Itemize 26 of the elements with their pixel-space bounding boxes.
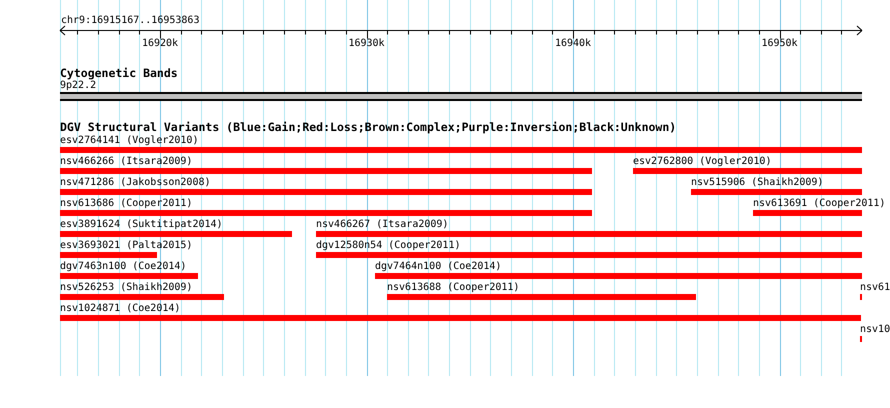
- variant-label: dgv7463n100 (Coe2014): [60, 261, 186, 273]
- variant-label: nsv515906 (Shaikh2009): [691, 177, 824, 189]
- variant-label: nsv466267 (Itsara2009): [316, 219, 448, 231]
- tick-label: 16940k: [554, 38, 592, 50]
- tick-label: 16930k: [348, 38, 385, 50]
- variant-label: esv3891624 (Suktitipat2014): [60, 219, 223, 231]
- variant-label: nsv61: [860, 282, 890, 294]
- variant-label: nsv466266 (Itsara2009): [60, 156, 192, 168]
- variant-label: nsv471286 (Jakobsson2008): [60, 177, 211, 189]
- variant-label: nsv10: [860, 324, 890, 336]
- variant-label: dgv12580n54 (Cooper2011): [316, 240, 460, 252]
- tick-label: 16920k: [142, 38, 178, 50]
- track-title: Cytogenetic Bands: [60, 67, 178, 80]
- variant-label: esv2762800 (Vogler2010): [633, 156, 772, 168]
- variant-label: nsv1024871 (Coe2014): [60, 303, 180, 315]
- variant-label: nsv613686 (Cooper2011): [60, 198, 192, 210]
- tick-label: 16950k: [761, 38, 798, 50]
- variant-label: nsv613688 (Cooper2011): [387, 282, 520, 294]
- variant-label: nsv613691 (Cooper2011): [753, 198, 886, 210]
- band-label: 9p22.2: [60, 80, 96, 92]
- region-label: chr9:16915167..16953863: [61, 15, 200, 27]
- variant-label: dgv7464n100 (Coe2014): [375, 261, 502, 273]
- variant-label: esv3693021 (Palta2015): [60, 240, 192, 252]
- variant-label: nsv526253 (Shaikh2009): [60, 282, 192, 294]
- track-title: DGV Structural Variants (Blue:Gain;Red:Loss;Brown:Complex;Purple:Inversion;Black:Unknown): [60, 121, 676, 134]
- variant-label: esv2764141 (Vogler2010): [60, 135, 198, 147]
